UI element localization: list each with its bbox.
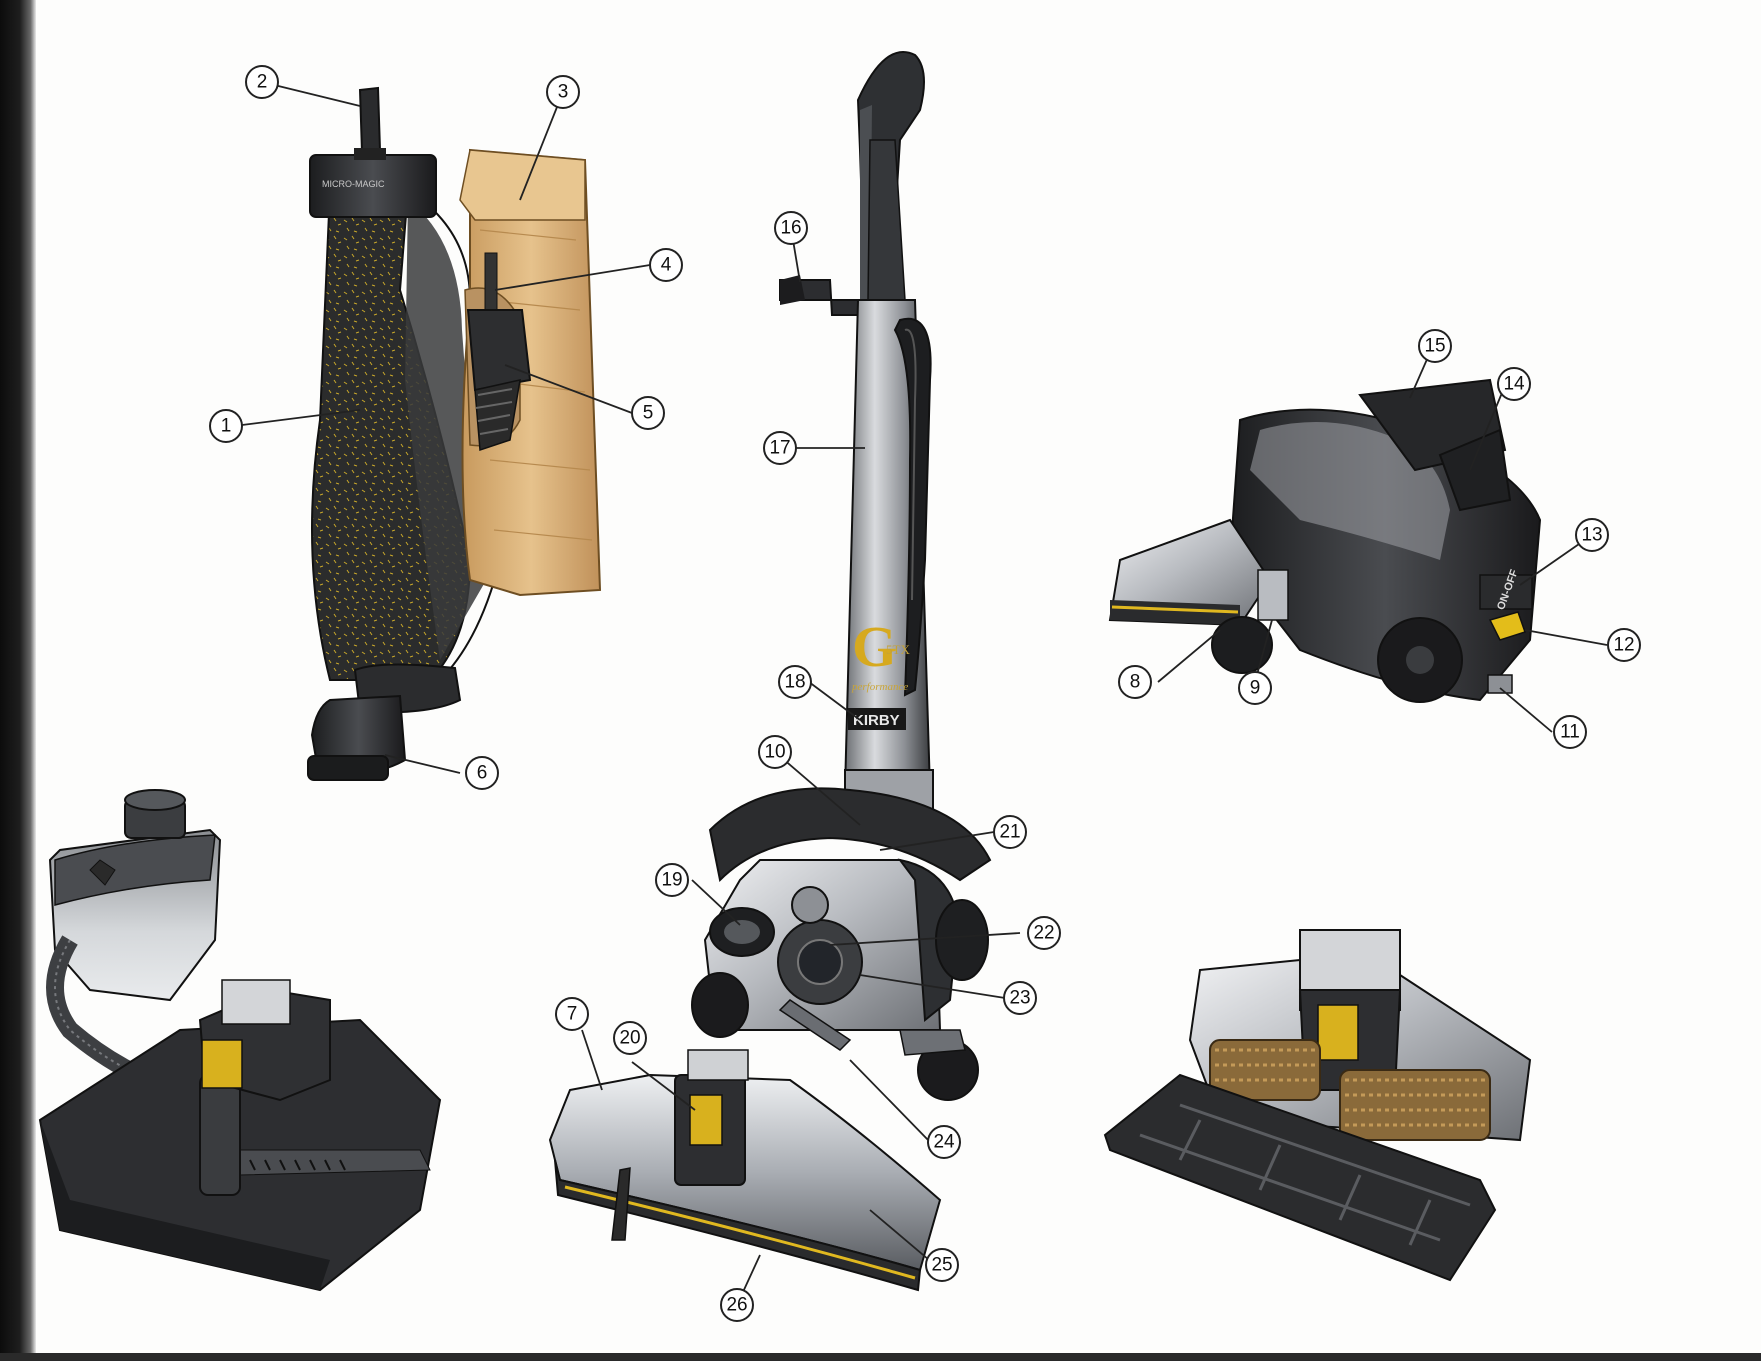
callout-21: 21 <box>994 816 1026 848</box>
callout-16: 16 <box>775 212 807 244</box>
callout-7: 7 <box>556 998 588 1030</box>
handle-logo-sub: 5TX <box>886 642 910 657</box>
callout-19: 19 <box>656 864 688 896</box>
callout-6: 6 <box>466 757 498 789</box>
callout-15: 15 <box>1419 330 1451 362</box>
svg-text:20: 20 <box>619 1028 640 1049</box>
svg-text:11: 11 <box>1560 722 1580 743</box>
svg-text:4: 4 <box>661 255 672 276</box>
callout-22: 22 <box>1028 917 1060 949</box>
shampoo-window <box>202 1040 242 1088</box>
callout-20: 20 <box>614 1022 646 1054</box>
callout-2: 2 <box>246 66 278 98</box>
svg-text:10: 10 <box>764 742 785 763</box>
callout-3: 3 <box>547 76 579 108</box>
shampoo-attachment-illustration <box>40 790 440 1290</box>
rear-port <box>1212 617 1272 673</box>
svg-text:16: 16 <box>780 218 801 239</box>
svg-text:18: 18 <box>784 672 805 693</box>
callout-25: 25 <box>926 1249 958 1281</box>
svg-text:26: 26 <box>726 1295 747 1316</box>
callout-11: 11 <box>1554 716 1586 748</box>
svg-text:2: 2 <box>257 72 268 93</box>
svg-text:15: 15 <box>1424 336 1445 357</box>
callout-9: 9 <box>1239 672 1271 704</box>
svg-text:13: 13 <box>1581 525 1602 546</box>
callout-23: 23 <box>1004 982 1036 1014</box>
bag-collar <box>468 310 530 390</box>
svg-text:7: 7 <box>567 1004 578 1025</box>
svg-text:19: 19 <box>661 870 682 891</box>
svg-text:3: 3 <box>558 82 569 103</box>
handle-brand: KIRBY <box>853 712 900 729</box>
callout-24: 24 <box>928 1126 960 1158</box>
scan-bottom-edge <box>0 1353 1761 1361</box>
renovator-window <box>1318 1005 1358 1060</box>
callout-5: 5 <box>632 397 664 429</box>
svg-text:22: 22 <box>1033 923 1054 944</box>
callout-8: 8 <box>1119 666 1151 698</box>
handle-performance-text: performance <box>851 681 908 693</box>
callout-1: 1 <box>210 410 242 442</box>
svg-text:23: 23 <box>1009 988 1030 1009</box>
bag-label: MICRO-MAGIC <box>322 179 385 189</box>
svg-text:25: 25 <box>931 1255 952 1276</box>
paper-bag-illustration <box>460 150 600 595</box>
svg-text:6: 6 <box>477 763 488 784</box>
svg-text:24: 24 <box>933 1132 955 1153</box>
power-unit-illustration: ON-OFF <box>1110 380 1540 702</box>
callout-17: 17 <box>764 432 796 464</box>
svg-text:21: 21 <box>999 822 1020 843</box>
callout-12: 12 <box>1608 629 1640 661</box>
svg-text:12: 12 <box>1613 635 1634 656</box>
svg-text:14: 14 <box>1503 374 1525 395</box>
svg-text:5: 5 <box>643 403 654 424</box>
svg-text:9: 9 <box>1250 678 1261 699</box>
callout-4: 4 <box>650 249 682 281</box>
nozzle-illustration <box>550 1050 940 1290</box>
svg-text:1: 1 <box>221 416 232 437</box>
callout-26: 26 <box>721 1289 753 1321</box>
callout-10: 10 <box>759 736 791 768</box>
callout-13: 13 <box>1576 519 1608 551</box>
svg-text:8: 8 <box>1130 672 1141 693</box>
callout-18: 18 <box>779 666 811 698</box>
rug-renovator-illustration <box>1105 930 1530 1280</box>
bag-top-clip <box>360 88 380 152</box>
svg-text:17: 17 <box>769 438 790 459</box>
callout-14: 14 <box>1498 368 1530 400</box>
